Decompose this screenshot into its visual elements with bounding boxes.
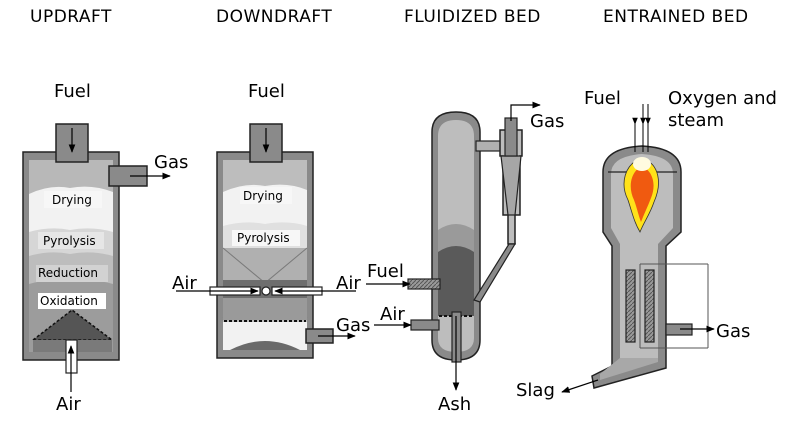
downdraft-gas-label: Gas	[336, 315, 370, 336]
downdraft-zone-drying: Drying	[243, 189, 283, 203]
entrained-slag-label: Slag	[516, 380, 555, 401]
updraft-zone-reduction: Reduction	[38, 266, 98, 280]
entrained-heat-tube-left	[625, 269, 636, 343]
entrained-gas-label: Gas	[716, 321, 750, 342]
entrained-bed-gasifier: Fuel Oxygen and steam Gas Slag	[516, 88, 777, 401]
downdraft-zone-pyrolysis: Pyrolysis	[237, 231, 290, 245]
updraft-zone-drying: Drying	[52, 193, 92, 207]
downdraft-air-right-label: Air	[336, 273, 361, 294]
entrained-bed-title: ENTRAINED BED	[603, 7, 749, 27]
updraft-air-label: Air	[56, 394, 81, 415]
entrained-steam-label: steam	[668, 110, 724, 131]
fluidized-fuel-feeder	[407, 278, 441, 290]
updraft-zone-oxidation: Oxidation	[40, 294, 98, 308]
fluidized-air-inlet	[410, 319, 440, 331]
updraft-gas-label: Gas	[154, 152, 188, 173]
fluidized-gas-label: Gas	[530, 111, 564, 132]
fluidized-air-label: Air	[380, 304, 405, 325]
fluidized-bed-gasifier: Gas Fuel Air Ash	[366, 101, 564, 415]
downdraft-fuel-label: Fuel	[248, 81, 285, 102]
updraft-gasifier: Drying Pyrolysis Reduction Oxidation Fue…	[22, 81, 188, 415]
updraft-fuel-label: Fuel	[54, 81, 91, 102]
entrained-oxygen-label: Oxygen and	[668, 88, 777, 109]
updraft-zone-pyrolysis: Pyrolysis	[43, 234, 96, 248]
entrained-heat-tube-right	[644, 269, 655, 343]
downdraft-gasifier: Drying Pyrolysis Fuel Air Air Gas	[172, 81, 370, 359]
fluidized-ash-label: Ash	[438, 394, 471, 415]
downdraft-title: DOWNDRAFT	[216, 7, 332, 27]
updraft-title: UPDRAFT	[30, 7, 112, 27]
downdraft-air-left-label: Air	[172, 273, 197, 294]
fluidized-bed-title: FLUIDIZED BED	[404, 7, 541, 27]
fluidized-fuel-label: Fuel	[367, 261, 404, 282]
entrained-fuel-label: Fuel	[584, 88, 621, 109]
